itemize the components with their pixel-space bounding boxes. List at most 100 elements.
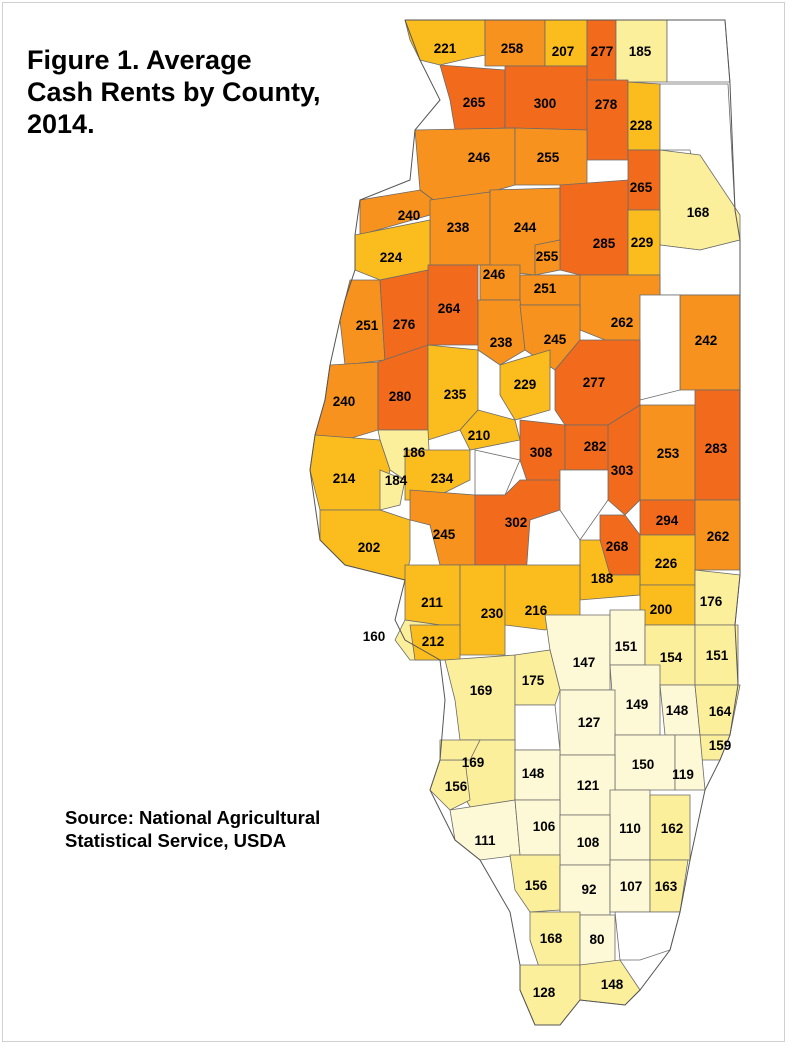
source-line-2: Statistical Service, USDA — [65, 830, 287, 851]
county-rent-label: 162 — [661, 821, 684, 836]
county-rent-label: 255 — [537, 150, 560, 165]
county-rent-label: 169 — [462, 755, 485, 770]
no-data-region — [639, 294, 681, 401]
source-line-1: Source: National Agricultural — [65, 807, 321, 828]
county-rent-label: 280 — [389, 389, 412, 404]
county-rent-label: 245 — [544, 332, 567, 347]
county-rent-label: 238 — [447, 220, 470, 235]
county-rent-label: 216 — [525, 603, 548, 618]
county-rent-label: 188 — [591, 571, 614, 586]
county-rent-label: 228 — [630, 118, 653, 133]
county-rent-label: 229 — [631, 235, 654, 250]
county-region — [544, 19, 588, 67]
county-rent-label: 244 — [514, 220, 537, 235]
county-rent-label: 234 — [431, 471, 454, 486]
county-rent-label: 163 — [655, 879, 678, 894]
county-rent-label: 277 — [583, 375, 606, 390]
county-rent-label: 151 — [615, 639, 638, 654]
county-rent-label: 212 — [422, 634, 445, 649]
county-region — [439, 739, 481, 761]
county-rent-label: 164 — [709, 704, 732, 719]
title-line-1: Figure 1. Average — [27, 45, 252, 75]
county-rent-label: 283 — [705, 441, 728, 456]
county-rent-label: 210 — [468, 428, 491, 443]
county-rent-label: 255 — [536, 249, 559, 264]
county-rent-label: 224 — [380, 250, 403, 265]
county-rent-label: 160 — [363, 629, 386, 644]
county-rent-label: 265 — [463, 95, 486, 110]
county-rent-label: 159 — [709, 738, 732, 753]
county-rent-label: 277 — [591, 44, 614, 59]
county-rent-label: 150 — [632, 757, 655, 772]
county-rent-label: 245 — [433, 527, 456, 542]
county-rent-label: 80 — [589, 932, 604, 947]
county-rent-label: 278 — [595, 97, 618, 112]
no-data-region — [614, 911, 681, 961]
county-rent-label: 184 — [385, 473, 408, 488]
county-rent-label: 107 — [620, 879, 643, 894]
county-rent-label: 235 — [444, 387, 467, 402]
county-rent-label: 246 — [468, 150, 491, 165]
county-rent-label: 148 — [522, 766, 545, 781]
county-rent-label: 156 — [445, 779, 468, 794]
county-rent-label: 121 — [577, 778, 600, 793]
county-rent-label: 168 — [540, 931, 563, 946]
county-region — [477, 299, 526, 366]
county-rent-label: 111 — [474, 833, 496, 848]
county-rent-label: 148 — [601, 977, 624, 992]
source-note: Source: National Agricultural Statistica… — [65, 806, 320, 852]
county-rent-label: 169 — [470, 683, 493, 698]
county-rent-label: 186 — [403, 445, 426, 460]
county-rent-label: 108 — [577, 835, 600, 850]
county-rent-label: 238 — [490, 335, 513, 350]
county-region — [534, 239, 561, 276]
county-rent-label: 202 — [358, 540, 381, 555]
county-rent-label: 221 — [434, 41, 457, 56]
county-rent-label: 230 — [481, 606, 504, 621]
county-rent-label: 253 — [657, 446, 680, 461]
county-rent-label: 240 — [398, 208, 421, 223]
county-rent-label: 214 — [333, 471, 356, 486]
county-rent-label: 200 — [650, 602, 673, 617]
county-region — [559, 179, 629, 276]
county-region — [514, 649, 561, 706]
state-outline — [309, 19, 741, 1026]
county-rent-label: 258 — [501, 41, 524, 56]
county-rent-label: 148 — [666, 703, 689, 718]
county-rent-label: 185 — [629, 44, 652, 59]
county-rent-label: 285 — [593, 236, 616, 251]
county-rent-label: 226 — [655, 556, 678, 571]
county-rent-label: 300 — [534, 96, 557, 111]
county-rent-label: 276 — [393, 317, 416, 332]
county-rent-label: 264 — [438, 301, 461, 316]
county-rent-label: 106 — [533, 819, 556, 834]
title-line-3: 2014. — [27, 109, 95, 139]
county-rent-label: 246 — [483, 267, 506, 282]
county-region — [627, 81, 661, 151]
county-rent-label: 308 — [530, 445, 553, 460]
county-region — [499, 349, 551, 421]
county-rent-label: 211 — [421, 595, 443, 610]
county-rent-label: 240 — [333, 394, 356, 409]
figure-title: Figure 1. Average Cash Rents by County, … — [27, 44, 321, 140]
county-rent-label: 154 — [660, 650, 683, 665]
county-rent-label: 151 — [706, 648, 729, 663]
county-rent-label: 128 — [533, 985, 556, 1000]
county-rent-label: 110 — [619, 821, 641, 836]
no-data-region — [514, 704, 561, 751]
county-region — [459, 409, 521, 451]
county-region — [379, 469, 406, 511]
title-line-2: Cash Rents by County, — [27, 77, 321, 107]
county-rent-label: 262 — [707, 529, 730, 544]
county-region — [404, 449, 471, 501]
county-rent-label: 262 — [611, 315, 634, 330]
county-rent-label: 168 — [687, 205, 710, 220]
county-region — [509, 854, 561, 913]
county-rent-label: 207 — [552, 44, 575, 59]
county-rent-label: 156 — [525, 878, 548, 893]
county-rent-label: 282 — [584, 439, 607, 454]
county-rent-label: 119 — [672, 767, 694, 782]
